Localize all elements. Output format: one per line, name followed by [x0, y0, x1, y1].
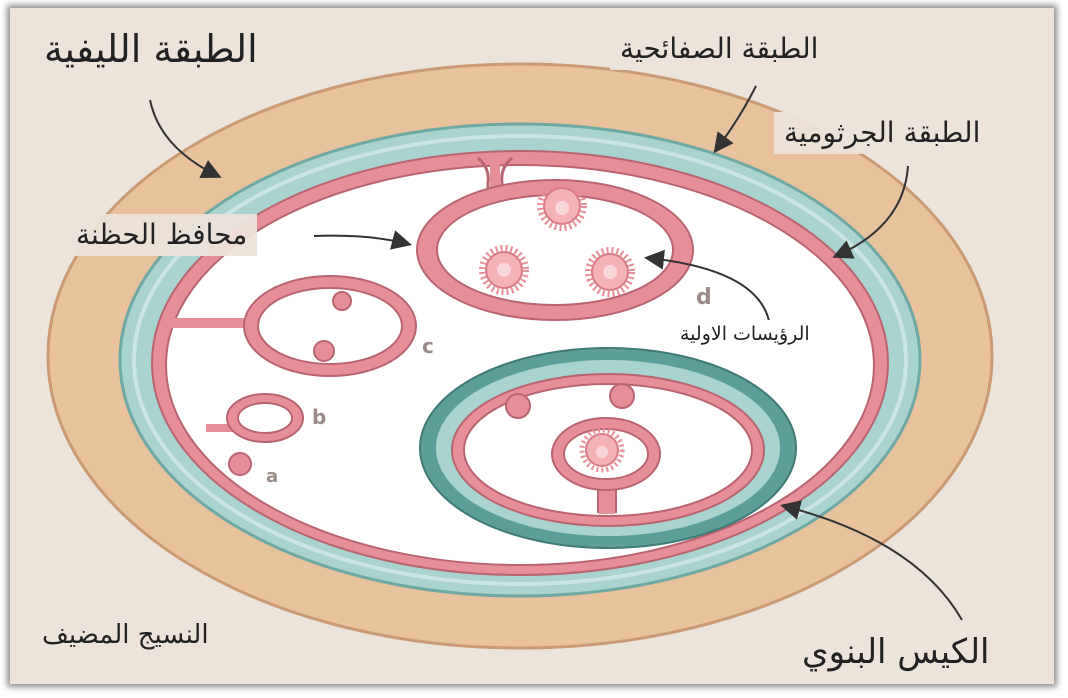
- brood-capsule-c-bud-bottom: [314, 341, 334, 361]
- label-host-tissue: النسيج المضيف: [32, 616, 219, 655]
- stage-letter-b: b: [312, 405, 326, 429]
- hydatid-cyst-diagram: c b a d: [10, 8, 1054, 684]
- stage-letter-d: d: [696, 285, 712, 310]
- label-fibrous-layer: الطبقة الليفية: [34, 22, 268, 77]
- label-laminated-layer: الطبقة الصفائحية: [610, 28, 828, 70]
- label-germinal-layer: الطبقة الجرثومية: [774, 112, 990, 154]
- label-protoscolices: الرؤيسات الاولية: [670, 320, 820, 350]
- diagram-frame: c b a d الطبقة الل: [10, 8, 1054, 684]
- daughter-bud-left: [506, 394, 530, 418]
- brood-capsule-c-bud-top: [333, 292, 351, 310]
- daughter-bud-right: [610, 384, 634, 408]
- stage-letter-c: c: [422, 334, 434, 358]
- bud-a: [229, 453, 251, 475]
- brood-capsule-b-inner: [238, 403, 292, 433]
- label-brood-capsule: محافظ الحظنة: [66, 214, 257, 256]
- label-daughter-cyst: الكيس البنوي: [792, 628, 1000, 678]
- stage-letter-a: a: [266, 466, 278, 487]
